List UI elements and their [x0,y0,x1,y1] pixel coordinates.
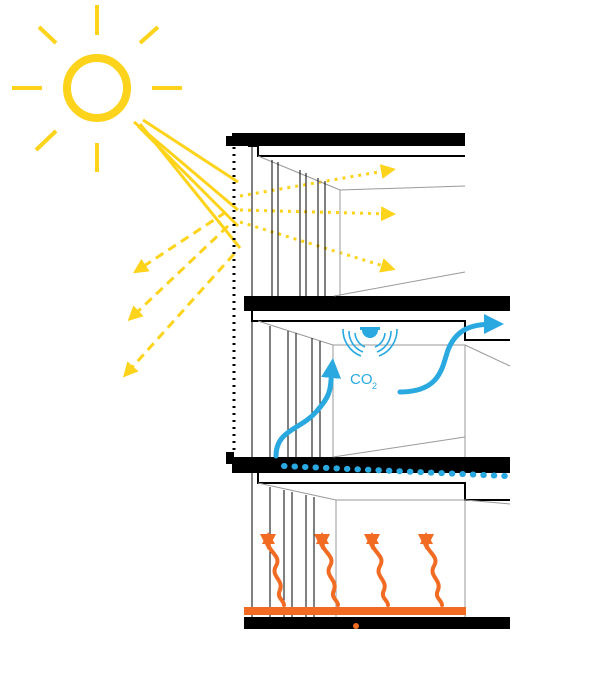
airflow-arrow-icon [273,314,504,459]
slab-level-1 [232,457,510,473]
co2-label-main: CO [350,371,373,388]
co2-label: CO [350,371,373,388]
slab-level-2 [244,296,510,311]
heat-arrowheads [262,532,433,544]
sun-icon [12,5,182,172]
heated-floor-node [353,623,359,629]
slab-ground [244,617,510,629]
slab-roof [232,133,465,146]
reflected-rays [122,210,236,378]
co2-label-subscript: 2 [372,381,377,391]
building-structure [226,133,511,629]
sun-rays [133,118,242,249]
co2-sensor-icon [342,327,398,357]
transmitted-rays [239,164,396,273]
heat-wave-icon [259,533,444,607]
heated-floor [244,607,466,615]
